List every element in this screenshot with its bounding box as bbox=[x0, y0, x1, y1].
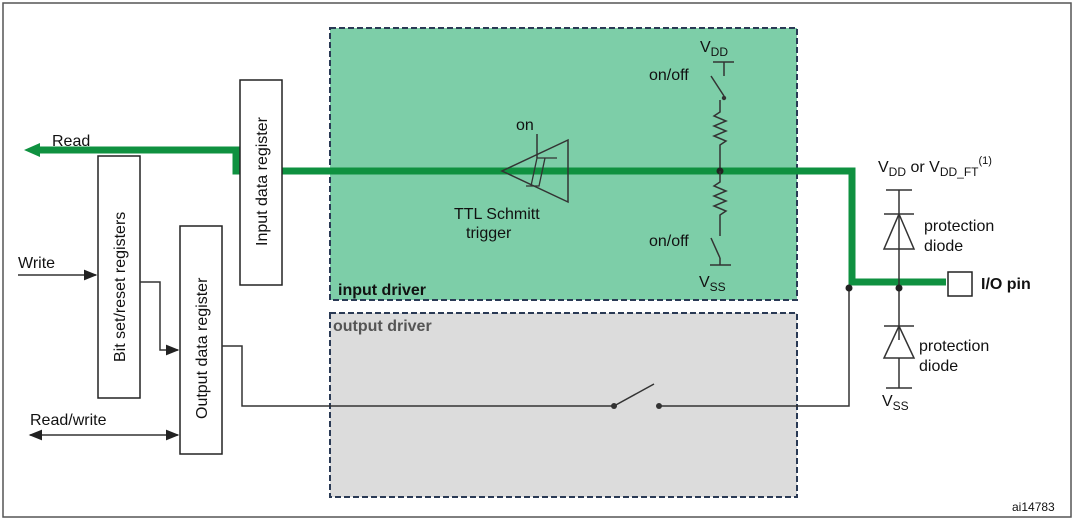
pullup-onoff-label: on/off bbox=[649, 67, 689, 84]
input-driver-region bbox=[329, 27, 798, 301]
bit-set-reset-registers bbox=[97, 155, 141, 399]
read-write-label: Read/write bbox=[30, 412, 107, 429]
switch-to-pin-wire bbox=[659, 288, 850, 407]
schmitt-label-line2: trigger bbox=[466, 225, 512, 242]
output-junction bbox=[845, 284, 853, 292]
write-label: Write bbox=[18, 255, 55, 272]
prot-bot-label-1: protection bbox=[919, 338, 989, 355]
input-driver-label: input driver bbox=[338, 282, 426, 299]
vss-right-label: VSS bbox=[882, 393, 909, 413]
bsr-to-odr-wire bbox=[140, 281, 180, 356]
vdd-ft-label: VDD or VDD_FT(1) bbox=[878, 155, 992, 179]
output-wire bbox=[222, 345, 612, 407]
prot-top-label-2: diode bbox=[924, 238, 963, 255]
pulldown-switch bbox=[710, 237, 721, 259]
pullup-switch bbox=[710, 75, 725, 97]
input-data-register-label: Input data register bbox=[254, 116, 271, 246]
diode-top-icon bbox=[882, 212, 916, 250]
pullup-switch-contact bbox=[721, 95, 727, 101]
output-data-register-label: Output data register bbox=[194, 277, 211, 419]
vdd-label: VDD bbox=[700, 39, 728, 59]
schmitt-on-label: on bbox=[516, 117, 534, 134]
pulldown-onoff-label: on/off bbox=[649, 233, 689, 250]
bit-set-reset-label: Bit set/reset registers bbox=[112, 212, 129, 362]
vss-label: VSS bbox=[699, 274, 726, 294]
pullup-resistor bbox=[712, 100, 728, 171]
output-switch bbox=[613, 383, 655, 407]
input-data-register bbox=[239, 79, 283, 286]
prot-top-label-1: protection bbox=[924, 218, 994, 235]
read-arrow-head bbox=[24, 143, 40, 157]
schmitt-label-line1: TTL Schmitt bbox=[454, 206, 540, 223]
prot-bot-label-2: diode bbox=[919, 358, 958, 375]
read-label: Read bbox=[52, 133, 90, 150]
output-data-register bbox=[179, 225, 223, 455]
figure-id: ai14783 bbox=[1012, 500, 1055, 514]
output-driver-region bbox=[329, 312, 798, 498]
io-pin-label: I/O pin bbox=[981, 276, 1031, 293]
input-signal-path bbox=[34, 146, 946, 286]
pulldown-resistor bbox=[712, 171, 728, 226]
output-driver-label: output driver bbox=[333, 318, 432, 335]
io-pin-box[interactable] bbox=[947, 271, 973, 297]
diode-junction bbox=[895, 284, 903, 292]
